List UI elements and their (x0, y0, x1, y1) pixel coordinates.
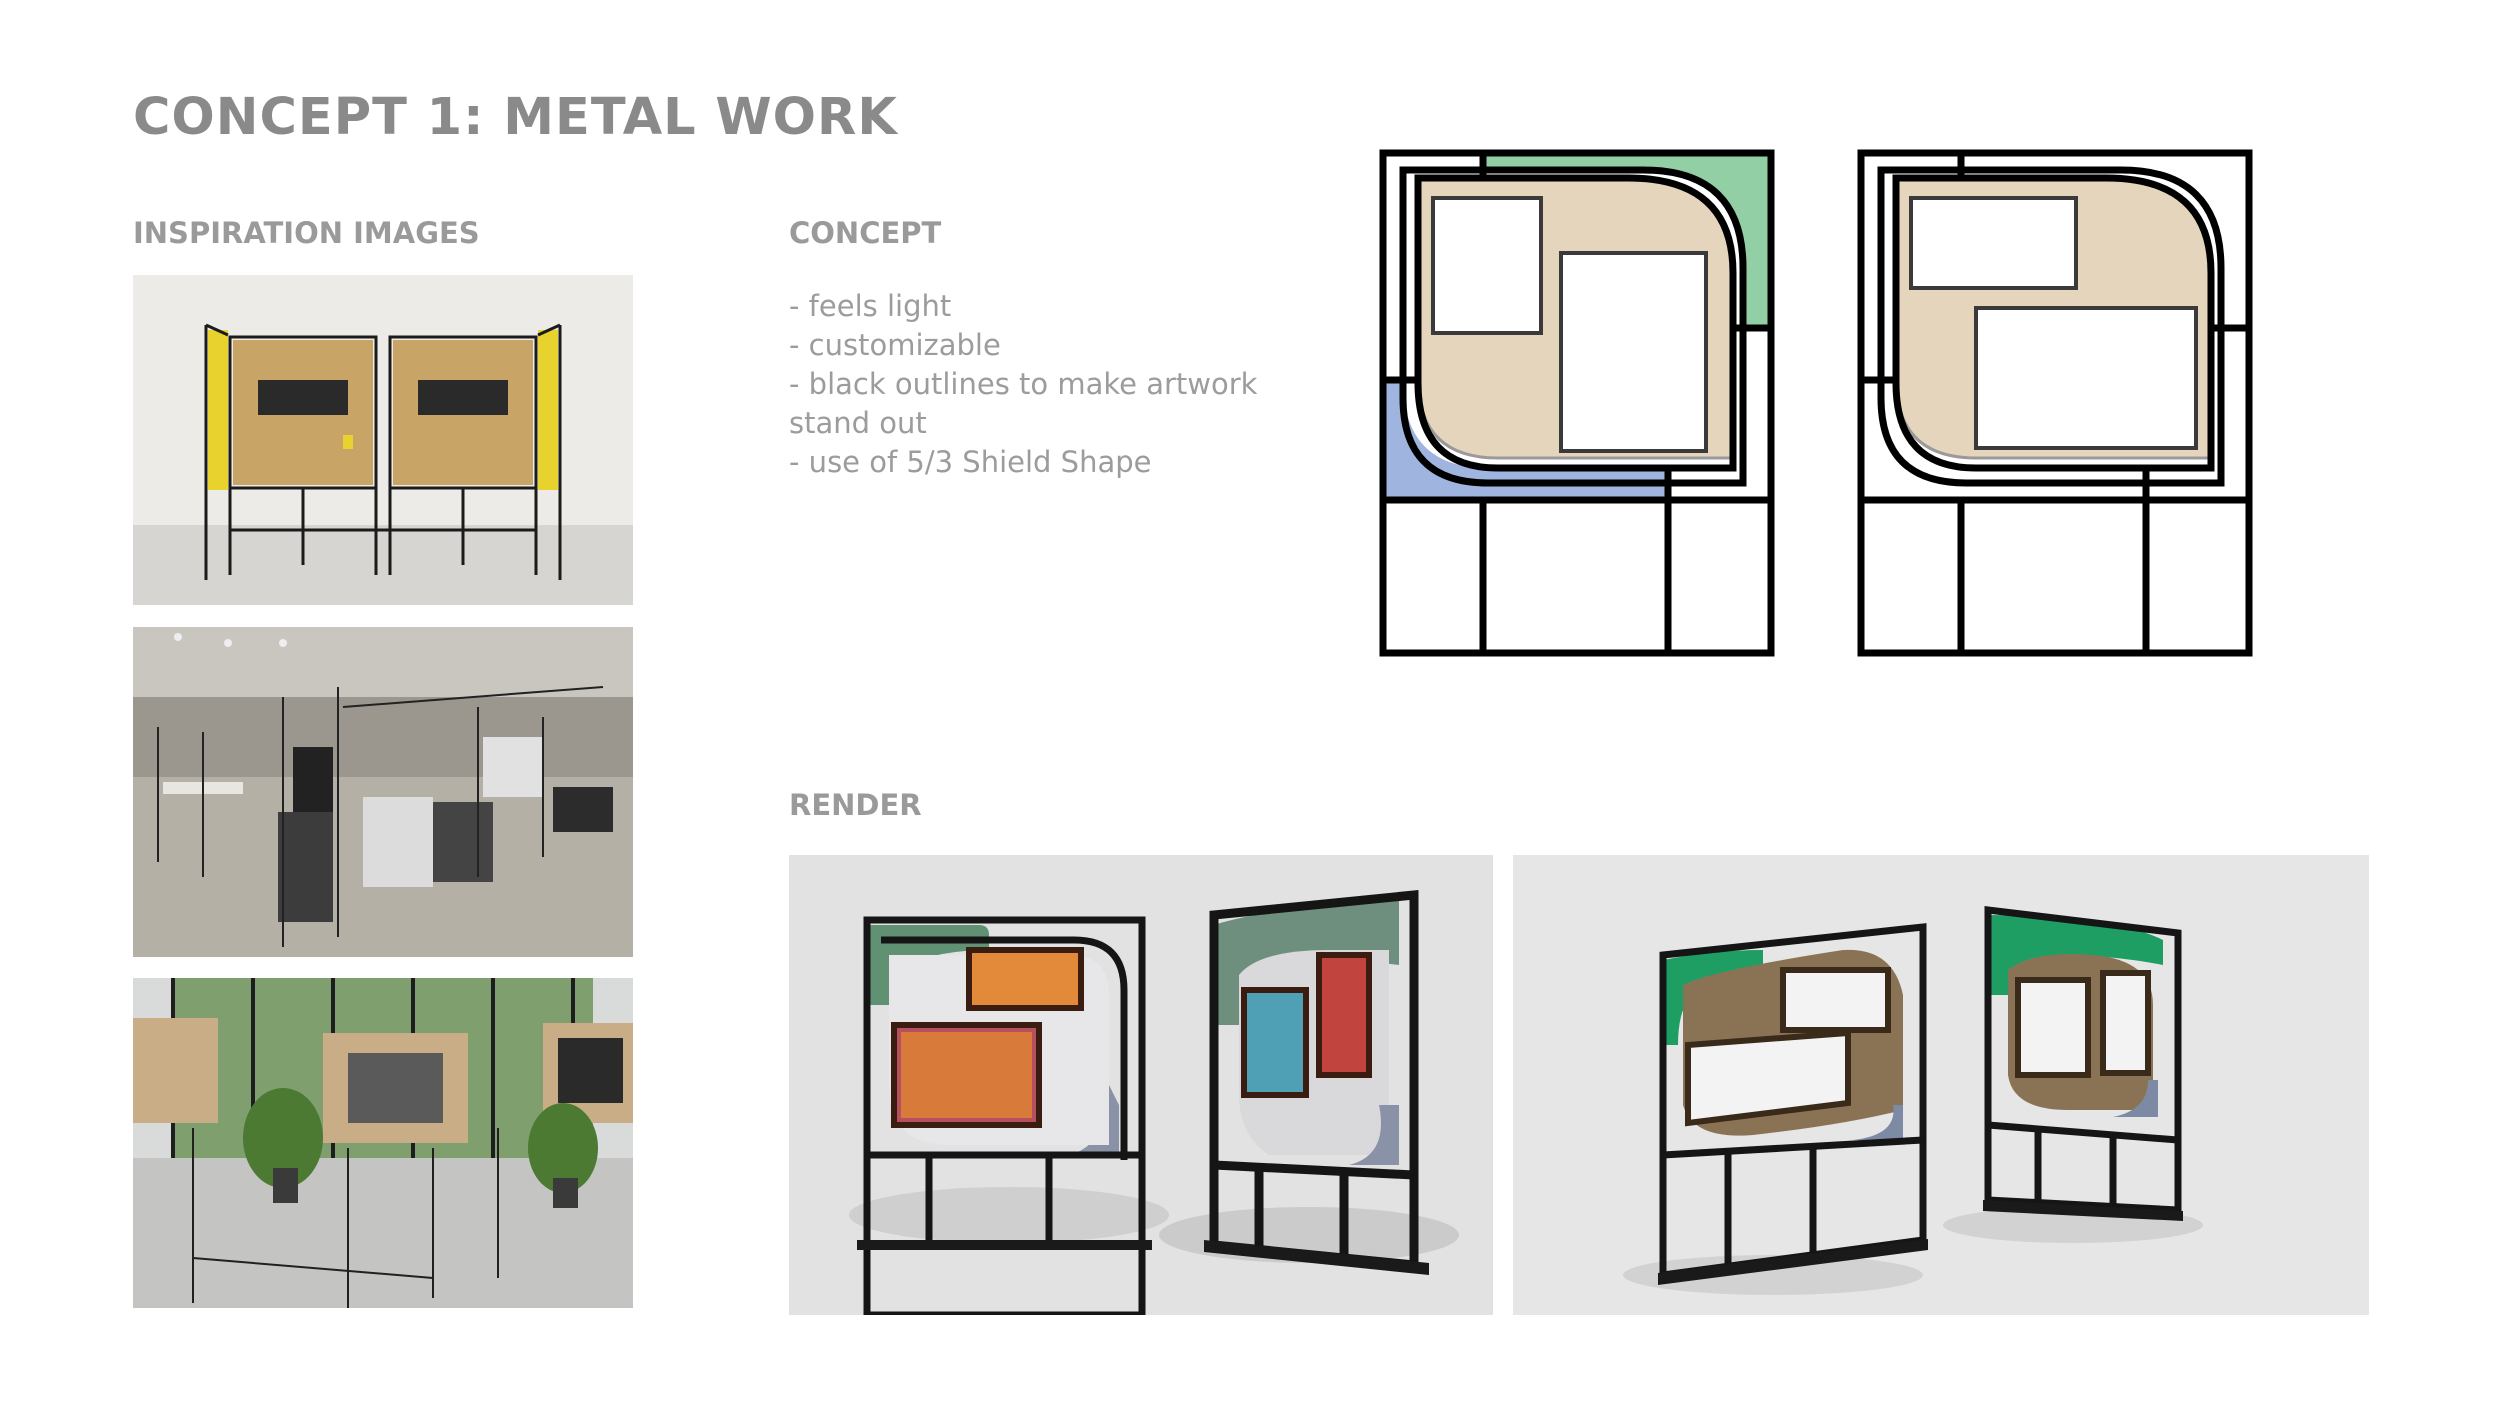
render-image-artwork-panels (789, 855, 1493, 1315)
concept-point: - black outlines to make artwork stand o… (789, 367, 1258, 440)
inspiration-heading: INSPIRATION IMAGES (133, 216, 480, 250)
shield-diagram-portrait-layout (1378, 148, 1776, 658)
inspiration-photo-3 (133, 978, 633, 1308)
concept-point: - feels light (789, 289, 952, 323)
concept-heading: CONCEPT (789, 216, 942, 250)
concept-point: - use of 5/3 Shield Shape (789, 445, 1152, 479)
concept-point: - customizable (789, 328, 1001, 362)
concept-list: - feels light - customizable - black out… (789, 287, 1309, 482)
shield-diagram-landscape-layout (1856, 148, 2254, 658)
inspiration-photo-2 (133, 627, 633, 957)
inspiration-photo-1 (133, 275, 633, 605)
render-heading: RENDER (789, 788, 922, 822)
page-title: CONCEPT 1: METAL WORK (133, 88, 898, 147)
render-image-blank-panels (1513, 855, 2369, 1315)
